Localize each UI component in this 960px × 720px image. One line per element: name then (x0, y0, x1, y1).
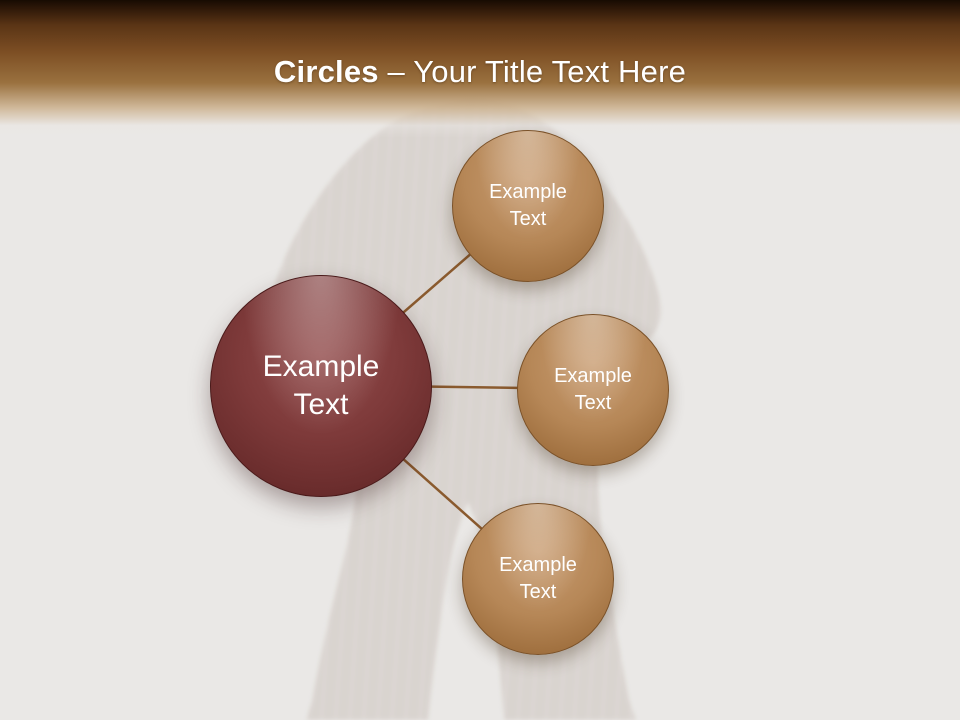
satellite-circle-bottom-label: Example Text (499, 554, 577, 603)
title-band (0, 0, 960, 138)
slide-title: Circles – Your Title Text Here (0, 54, 960, 90)
satellite-circle-top-label: Example Text (489, 181, 567, 230)
center-circle: Example Text (210, 275, 432, 497)
satellite-circle-middle: Example Text (517, 314, 669, 466)
satellite-circle-bottom: Example Text (462, 503, 614, 655)
satellite-circle-top: Example Text (452, 130, 604, 282)
satellite-circle-middle-label: Example Text (554, 365, 632, 414)
center-circle-label: Example Text (262, 349, 380, 421)
slide-title-rest: – Your Title Text Here (378, 54, 687, 89)
slide-title-keyword: Circles (273, 54, 379, 89)
